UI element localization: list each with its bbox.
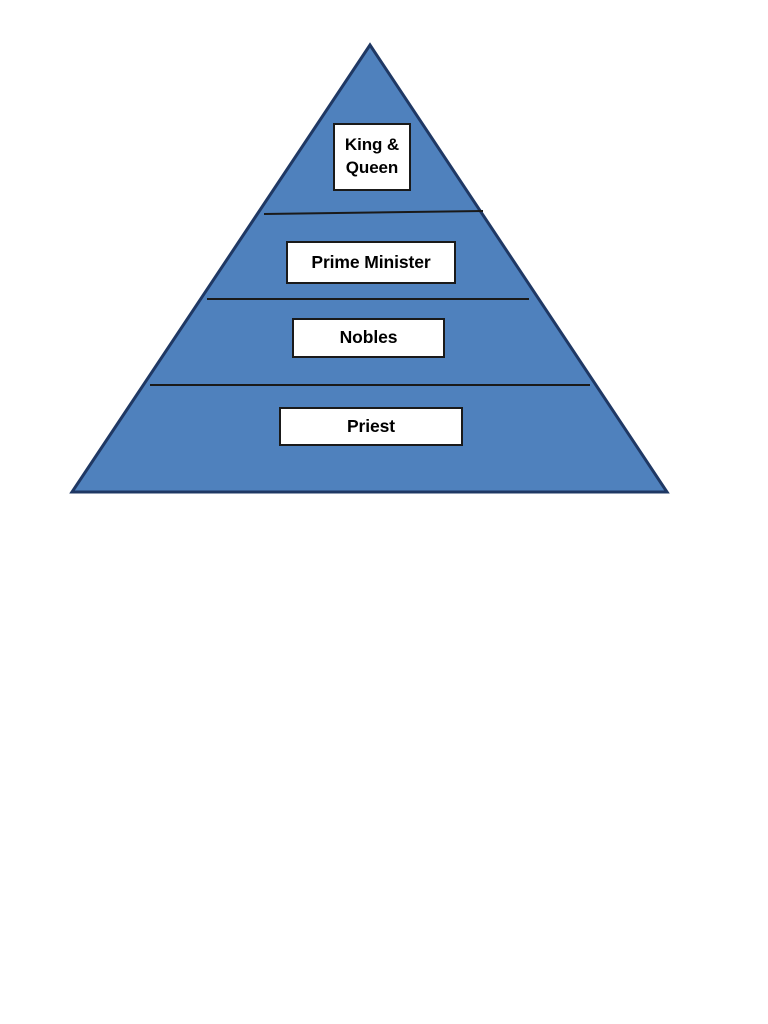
pyramid-label-priest-text: Priest — [346, 415, 396, 436]
pyramid-label-nobles-text: Nobles — [339, 327, 398, 348]
pyramid-label-king-and-queen[interactable]: King & Queen — [333, 123, 411, 191]
pyramid-label-priest[interactable]: Priest — [279, 407, 463, 446]
pyramid-label-king-and-queen-line-1: King & — [344, 135, 400, 155]
pyramid-label-prime-minister-text: Prime Minister — [311, 251, 431, 272]
pyramid-label-nobles[interactable]: Nobles — [292, 318, 445, 358]
pyramid-divider-1 — [263, 210, 484, 215]
pyramid-label-king-and-queen-line-2: Queen — [345, 158, 399, 177]
pyramid-label-prime-minister[interactable]: Prime Minister — [286, 241, 456, 284]
